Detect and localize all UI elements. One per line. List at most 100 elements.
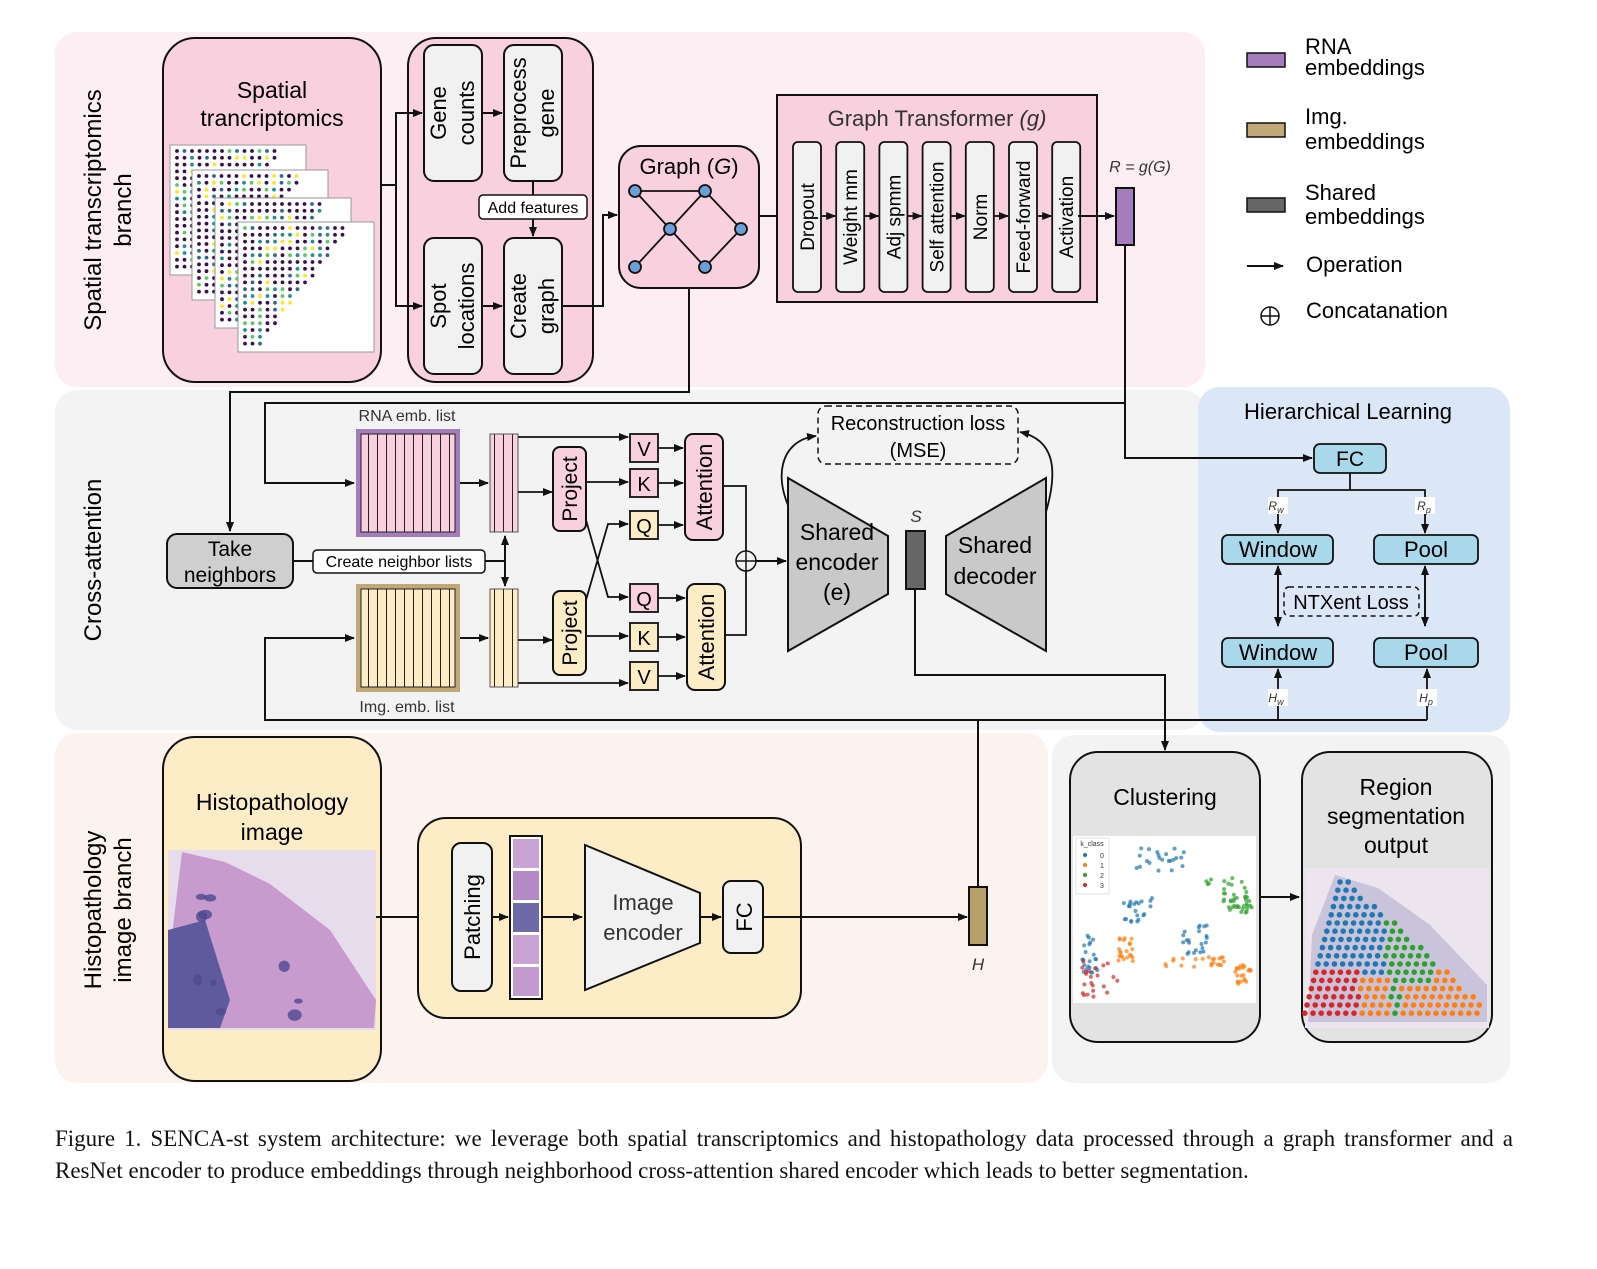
region-spot: [1304, 1002, 1310, 1008]
st-spot: [280, 273, 285, 278]
cluster-point: [1204, 935, 1209, 940]
st-spot: [235, 215, 239, 220]
cluster-point: [1200, 956, 1205, 961]
region-spot: [1425, 1010, 1431, 1016]
st-spot: [287, 202, 292, 206]
st-spot: [182, 203, 187, 208]
st-spot: [295, 280, 300, 285]
create-neighbor-lists-label: Create neighbor lists: [326, 554, 473, 571]
histo-title: Histopathology: [196, 789, 349, 815]
st-spot: [250, 300, 255, 305]
clustering-title: Clustering: [1113, 784, 1217, 810]
tissue-dense-region: [168, 920, 230, 1028]
k-bottom-box: [629, 622, 659, 652]
st-spot: [197, 155, 202, 160]
region-spot: [1375, 1010, 1382, 1016]
cluster-legend-label: 1: [1100, 863, 1104, 870]
st-spot: [234, 174, 239, 178]
region-spot: [1354, 936, 1361, 943]
region-spot: [1417, 977, 1423, 984]
cluster-point: [1118, 950, 1123, 955]
st-spot: [175, 217, 179, 221]
st-spot: [182, 244, 187, 249]
st-spot: [242, 149, 247, 153]
region-spot: [1460, 1002, 1466, 1008]
region-spot: [1430, 961, 1436, 967]
attention-top-label: Attention: [692, 444, 717, 531]
region-spot: [1437, 994, 1444, 1000]
region-spot: [1363, 994, 1370, 1000]
region-spot: [1388, 994, 1394, 1000]
st-spot: [280, 253, 285, 258]
region-spot: [1323, 961, 1329, 967]
cluster-legend-label: 3: [1100, 883, 1104, 890]
st-spot: [182, 176, 187, 181]
transformer-layer-dropout: [792, 141, 822, 293]
region-spot: [1442, 977, 1448, 984]
st-spot: [243, 260, 247, 264]
region-spot: [1366, 953, 1373, 959]
st-spot: [295, 287, 300, 292]
cluster-point: [1117, 937, 1122, 942]
st-spot: [258, 294, 262, 298]
rna-emb-list-stripes: [360, 433, 456, 533]
st-spot: [280, 300, 285, 305]
region-spot: [1343, 977, 1350, 984]
s-label: S: [910, 507, 922, 526]
st-spot: [204, 221, 209, 226]
region-spot: [1345, 879, 1351, 885]
region-spot: [1393, 944, 1399, 951]
cluster-point: [1230, 905, 1235, 910]
cluster-legend-label: 2: [1100, 873, 1104, 880]
legend-concat-label: Concatanation: [1306, 298, 1448, 323]
st-spot: [204, 214, 209, 219]
st-spot: [288, 232, 292, 237]
st-spot: [273, 294, 277, 298]
st-spot: [295, 246, 300, 251]
nucleus: [215, 1008, 227, 1016]
region-spot: [1355, 994, 1362, 1000]
st-spot: [310, 226, 315, 230]
patching-label: Patching: [460, 874, 485, 960]
region-spot: [1328, 912, 1334, 918]
image-encoder-label-2: encoder: [603, 920, 683, 945]
region-spot: [1367, 920, 1373, 926]
region-spot: [1409, 944, 1416, 951]
st-spot: [280, 246, 285, 251]
cluster-point: [1135, 913, 1140, 918]
st-spot: [265, 208, 269, 213]
region-spot: [1407, 953, 1414, 959]
cluster-point: [1222, 891, 1227, 896]
region-spot: [1421, 994, 1427, 1000]
region-spot: [1338, 936, 1344, 943]
histo-title-2: image: [241, 819, 304, 845]
region-spot: [1342, 953, 1348, 959]
st-spot: [288, 280, 292, 285]
spot-locations-label: Spot: [426, 283, 451, 328]
rp-tag: [1415, 497, 1435, 514]
cluster-point: [1197, 929, 1202, 934]
st-spot: [197, 194, 201, 199]
st-spot: [243, 314, 247, 319]
st-spot: [219, 174, 224, 178]
cluster-point: [1127, 941, 1132, 946]
st-spot: [295, 232, 300, 237]
st-spot: [204, 180, 209, 185]
st-spot: [249, 194, 254, 199]
st-spot: [258, 328, 262, 332]
st-spot: [287, 187, 291, 192]
st-spot: [265, 162, 269, 167]
st-spot: [204, 187, 209, 192]
hier-window-bottom: [1221, 637, 1334, 668]
shared-decoder: [945, 476, 1047, 653]
region-spot: [1351, 1010, 1357, 1016]
region-spot: [1353, 1002, 1359, 1008]
st-spot: [265, 266, 270, 271]
st-spot: [333, 232, 337, 237]
legend: RNA embeddings Img. embeddings Shared em…: [1246, 34, 1448, 326]
cluster-point: [1130, 955, 1135, 960]
cluster-point: [1148, 904, 1153, 909]
st-spot: [220, 202, 224, 206]
region-spot: [1338, 903, 1345, 910]
st-spot: [265, 273, 270, 278]
